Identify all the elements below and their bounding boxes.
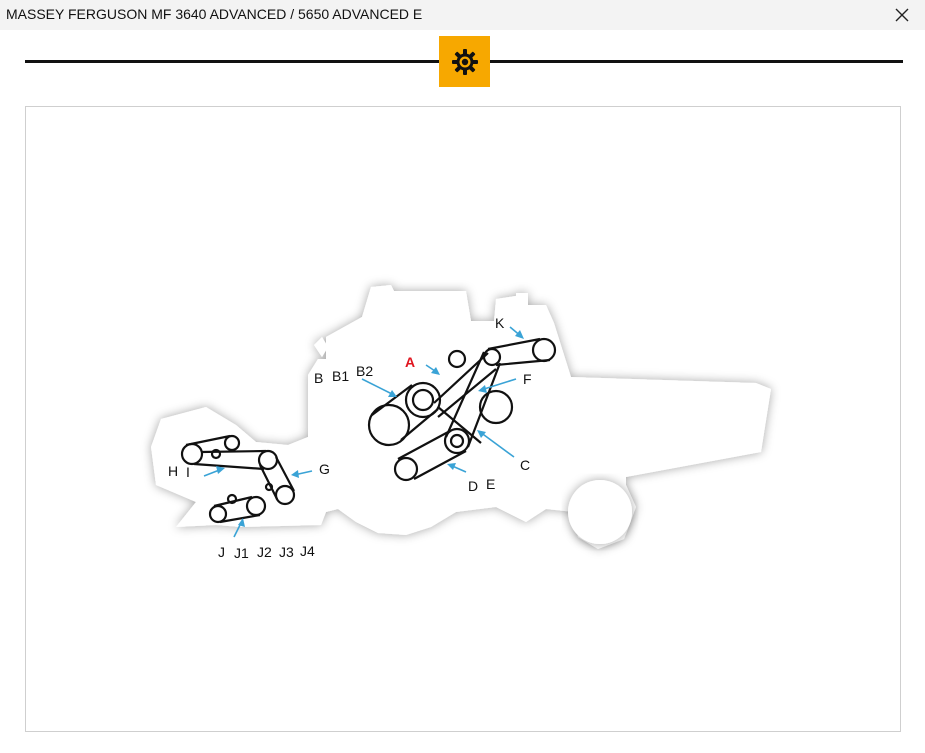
label-b1[interactable]: B1 — [332, 368, 349, 384]
belt-drive-system — [180, 337, 557, 524]
window-title: MASSEY FERGUSON MF 3640 ADVANCED / 5650 … — [6, 6, 423, 22]
label-j4[interactable]: J4 — [300, 543, 315, 559]
label-k[interactable]: K — [495, 315, 505, 331]
label-j2[interactable]: J2 — [257, 544, 272, 560]
label-c[interactable]: C — [520, 457, 530, 473]
title-bar: MASSEY FERGUSON MF 3640 ADVANCED / 5650 … — [0, 0, 925, 30]
label-j3[interactable]: J3 — [279, 544, 294, 560]
label-b[interactable]: B — [314, 370, 323, 386]
combine-belt-diagram: A B B1 B2 C D E F G H I J J1 J2 J3 J4 K — [151, 285, 771, 561]
label-i[interactable]: I — [186, 464, 190, 480]
belt-diagram-panel: A B B1 B2 C D E F G H I J J1 J2 J3 J4 K — [25, 106, 901, 732]
label-f[interactable]: F — [523, 371, 532, 387]
settings-button[interactable] — [439, 36, 490, 87]
label-j1[interactable]: J1 — [234, 545, 249, 561]
label-d[interactable]: D — [468, 478, 478, 494]
label-h[interactable]: H — [168, 463, 178, 479]
label-a[interactable]: A — [405, 354, 415, 370]
combine-silhouette — [151, 285, 771, 549]
rear-wheel — [568, 480, 632, 544]
gear-icon — [451, 48, 478, 75]
label-e[interactable]: E — [486, 476, 495, 492]
label-j[interactable]: J — [218, 544, 225, 560]
close-button[interactable] — [879, 0, 925, 30]
close-icon — [895, 8, 909, 22]
callout-arrows — [203, 326, 524, 538]
label-b2[interactable]: B2 — [356, 363, 373, 379]
label-g[interactable]: G — [319, 461, 330, 477]
